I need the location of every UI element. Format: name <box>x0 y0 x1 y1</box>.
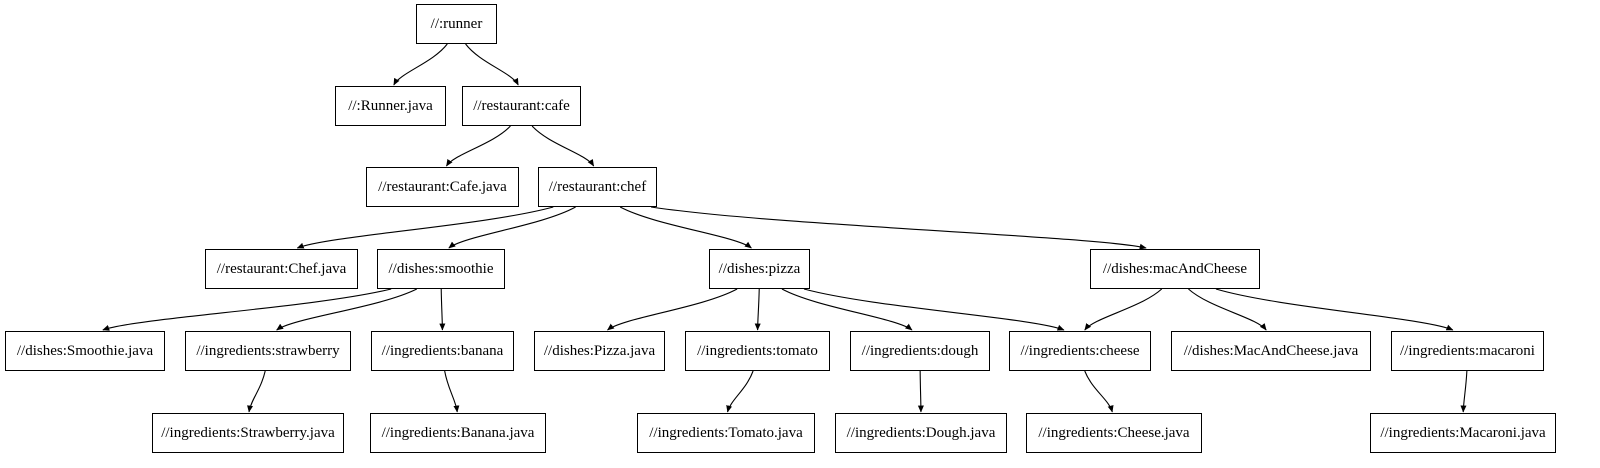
graph-node-ing-banana-java[interactable]: //ingredients:Banana.java <box>370 413 546 453</box>
graph-edge-ing-strawberry-to-ing-strawberry-java <box>247 370 266 413</box>
graph-edge-dishes-smoothie-to-ing-banana <box>439 288 446 331</box>
graph-node-ing-strawberry-java[interactable]: //ingredients:Strawberry.java <box>152 413 344 453</box>
graph-edge-ing-tomato-to-ing-tomato-java <box>726 370 754 413</box>
graph-node-ing-macaroni[interactable]: //ingredients:macaroni <box>1391 331 1544 371</box>
graph-edge-restaurant-chef-to-restaurant-chef-java <box>296 206 554 249</box>
graph-node-label: //:runner <box>430 15 483 32</box>
graph-node-label: //ingredients:Macaroni.java <box>1380 424 1546 441</box>
graph-edge-ing-banana-to-ing-banana-java <box>444 370 460 413</box>
graph-node-label: //dishes:MacAndCheese.java <box>1183 342 1359 359</box>
graph-node-dishes-smoothie-java[interactable]: //dishes:Smoothie.java <box>5 331 165 371</box>
graph-node-label: //ingredients:Tomato.java <box>649 424 803 441</box>
graph-node-label: //ingredients:cheese <box>1020 342 1140 359</box>
graph-node-label: //dishes:macAndCheese <box>1102 260 1248 277</box>
graph-node-dishes-pizza-java[interactable]: //dishes:Pizza.java <box>534 331 665 371</box>
graph-edge-restaurant-chef-to-dishes-smoothie <box>448 206 576 249</box>
graph-edge-restaurant-cafe-to-restaurant-chef <box>531 125 595 167</box>
graph-edge-restaurant-chef-to-dishes-pizza <box>619 206 752 249</box>
graph-node-label: //ingredients:banana <box>381 342 504 359</box>
graph-edge-restaurant-cafe-to-restaurant-cafe-java <box>445 125 511 167</box>
graph-node-label: //restaurant:cafe <box>473 97 570 114</box>
graph-edge-runner-to-runner-java <box>393 43 448 86</box>
graph-edge-dishes-pizza-to-ing-dough <box>781 288 913 331</box>
graph-edge-restaurant-chef-to-dishes-macandcheese <box>650 206 1147 250</box>
graph-edge-dishes-smoothie-to-ing-strawberry <box>276 288 418 331</box>
graph-edge-ing-cheese-to-ing-cheese-java <box>1084 370 1114 413</box>
graph-node-label: //dishes:Smoothie.java <box>16 342 154 359</box>
graph-node-runner[interactable]: //:runner <box>416 4 497 44</box>
graph-node-label: //ingredients:dough <box>861 342 979 359</box>
graph-node-label: //restaurant:Cafe.java <box>378 178 507 195</box>
graph-node-ing-dough-java[interactable]: //ingredients:Dough.java <box>835 413 1007 453</box>
graph-node-dishes-pizza[interactable]: //dishes:pizza <box>709 249 810 289</box>
graph-node-label: //ingredients:macaroni <box>1400 342 1535 359</box>
graph-edge-ing-macaroni-to-ing-macaroni-java <box>1460 370 1468 413</box>
graph-node-dishes-mac-java[interactable]: //dishes:MacAndCheese.java <box>1171 331 1371 371</box>
graph-node-label: //restaurant:Chef.java <box>216 260 347 277</box>
graph-node-label: //dishes:Pizza.java <box>543 342 656 359</box>
graph-node-label: //ingredients:strawberry <box>196 342 340 359</box>
graph-edge-dishes-macandcheese-to-ing-cheese <box>1084 288 1163 331</box>
graph-node-ing-macaroni-java[interactable]: //ingredients:Macaroni.java <box>1370 413 1556 453</box>
graph-node-ing-tomato[interactable]: //ingredients:tomato <box>685 331 830 371</box>
graph-node-ing-tomato-java[interactable]: //ingredients:Tomato.java <box>637 413 815 453</box>
graph-node-restaurant-cafe[interactable]: //restaurant:cafe <box>462 86 581 126</box>
graph-node-label: //:Runner.java <box>348 97 433 114</box>
graph-node-ing-cheese[interactable]: //ingredients:cheese <box>1009 331 1151 371</box>
graph-node-label: //dishes:pizza <box>718 260 801 277</box>
graph-edge-dishes-pizza-to-ing-cheese <box>803 288 1065 331</box>
graph-edge-dishes-macandcheese-to-dishes-mac-java <box>1188 288 1267 331</box>
graph-node-restaurant-chef[interactable]: //restaurant:chef <box>538 167 657 207</box>
graph-node-restaurant-cafe-java[interactable]: //restaurant:Cafe.java <box>366 167 519 207</box>
graph-node-dishes-smoothie[interactable]: //dishes:smoothie <box>377 249 505 289</box>
graph-edge-dishes-pizza-to-ing-tomato <box>754 288 761 331</box>
graph-edge-dishes-pizza-to-dishes-pizza-java <box>607 288 738 331</box>
graph-edge-ing-dough-to-ing-dough-java <box>917 370 924 413</box>
graph-edge-dishes-macandcheese-to-ing-macaroni <box>1215 288 1454 331</box>
graph-node-restaurant-chef-java[interactable]: //restaurant:Chef.java <box>205 249 358 289</box>
graph-edge-runner-to-restaurant-cafe <box>465 43 519 86</box>
graph-node-label: //ingredients:Banana.java <box>381 424 535 441</box>
graph-node-label: //ingredients:Dough.java <box>846 424 996 441</box>
graph-node-ing-dough[interactable]: //ingredients:dough <box>850 331 990 371</box>
graph-node-label: //ingredients:Cheese.java <box>1038 424 1190 441</box>
graph-node-ing-banana[interactable]: //ingredients:banana <box>371 331 514 371</box>
graph-node-label: //ingredients:tomato <box>697 342 818 359</box>
graph-node-label: //ingredients:Strawberry.java <box>161 424 335 441</box>
graph-node-ing-strawberry[interactable]: //ingredients:strawberry <box>185 331 351 371</box>
graph-edge-dishes-smoothie-to-dishes-smoothie-java <box>102 288 392 331</box>
graph-node-runner-java[interactable]: //:Runner.java <box>335 86 446 126</box>
graph-node-dishes-macandcheese[interactable]: //dishes:macAndCheese <box>1090 249 1260 289</box>
graph-node-ing-cheese-java[interactable]: //ingredients:Cheese.java <box>1026 413 1202 453</box>
graph-node-label: //restaurant:chef <box>548 178 647 195</box>
graph-node-label: //dishes:smoothie <box>388 260 494 277</box>
